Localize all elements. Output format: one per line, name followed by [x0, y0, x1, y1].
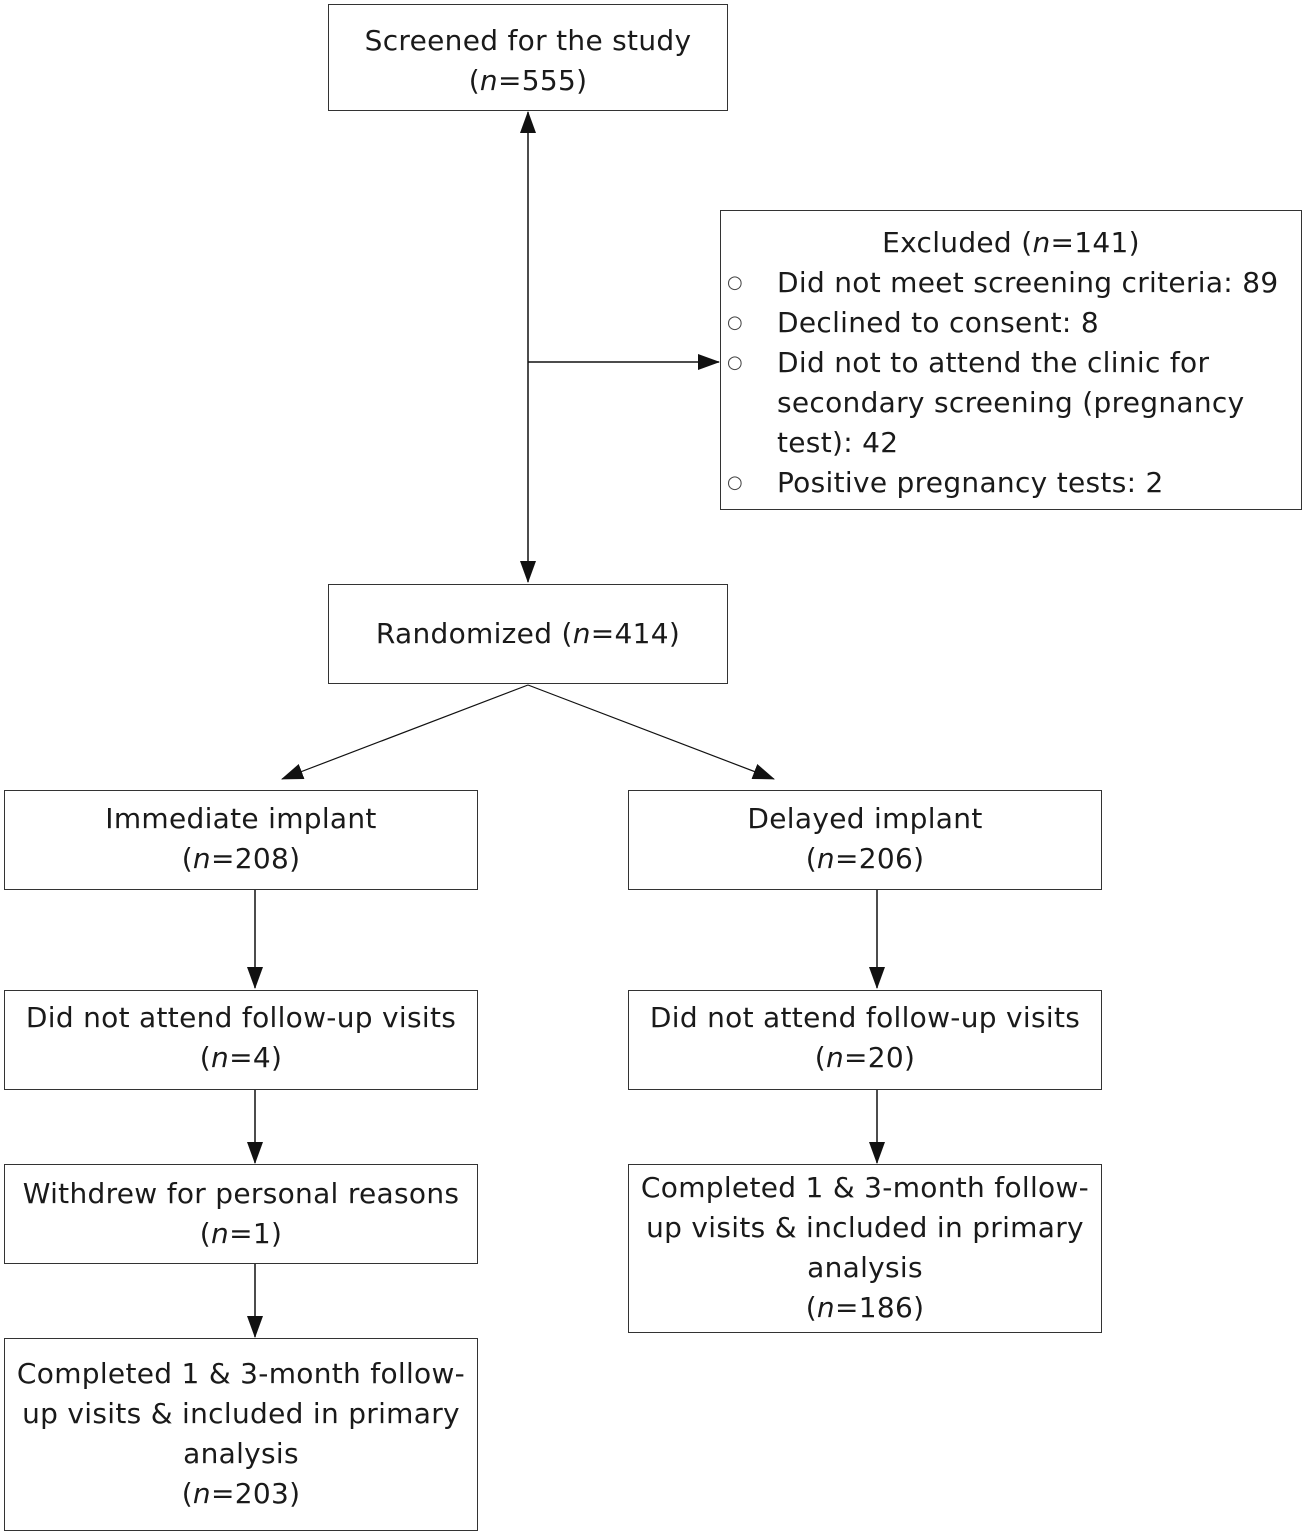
screened-label: Screened for the study [364, 24, 692, 57]
delayed-completed-box: Completed 1 & 3-month follow- up visits … [628, 1164, 1102, 1333]
excluded-reason: ○Positive pregnancy tests: 2 [721, 463, 1301, 503]
circle-bullet-icon: ○ [727, 312, 744, 333]
immediate-completed-line: Completed 1 & 3-month follow- [16, 1357, 466, 1390]
screened-count: (n=555) [468, 64, 588, 97]
immediate-completed-count: (n=203) [181, 1477, 301, 1510]
immediate-withdrew-label: Withdrew for personal reasons [22, 1177, 460, 1210]
excluded-reason: ○Declined to consent: 8 [721, 303, 1301, 343]
immediate-completed-line: up visits & included in primary [22, 1397, 460, 1430]
delayed-completed-line: Completed 1 & 3-month follow- [640, 1171, 1090, 1204]
immediate-withdrew-box: Withdrew for personal reasons (n=1) [4, 1164, 478, 1264]
randomized-label: Randomized (n=414) [375, 617, 681, 650]
delayed-implant-box: Delayed implant (n=206) [628, 790, 1102, 890]
immediate-completed-box: Completed 1 & 3-month follow- up visits … [4, 1338, 478, 1531]
delayed-implant-label: Delayed implant [747, 802, 983, 835]
delayed-completed-line: up visits & included in primary [646, 1211, 1084, 1244]
immediate-completed-line: analysis [183, 1437, 299, 1470]
delayed-no-follow-up-count: (n=20) [814, 1041, 916, 1074]
delayed-completed-count: (n=186) [805, 1291, 925, 1324]
immediate-implant-count: (n=208) [181, 842, 301, 875]
immediate-withdrew-count: (n=1) [199, 1217, 283, 1250]
arrow-to-immediate [281, 684, 529, 780]
circle-bullet-icon: ○ [727, 472, 744, 493]
arrow-to-delayed [527, 684, 775, 780]
delayed-no-follow-up-box: Did not attend follow-up visits (n=20) [628, 990, 1102, 1090]
delayed-implant-count: (n=206) [805, 842, 925, 875]
immediate-no-follow-up-count: (n=4) [199, 1041, 283, 1074]
immediate-no-follow-up-box: Did not attend follow-up visits (n=4) [4, 990, 478, 1090]
excluded-box: Excluded (n=141) ○Did not meet screening… [720, 210, 1302, 510]
circle-bullet-icon: ○ [727, 272, 744, 293]
immediate-implant-label: Immediate implant [105, 802, 377, 835]
circle-bullet-icon: ○ [727, 352, 744, 373]
randomized-box: Randomized (n=414) [328, 584, 728, 684]
excluded-title: Excluded (n=141) [882, 226, 1140, 259]
delayed-no-follow-up-label: Did not attend follow-up visits [649, 1001, 1081, 1034]
immediate-implant-box: Immediate implant (n=208) [4, 790, 478, 890]
excluded-reason: ○Did not meet screening criteria: 89 [721, 263, 1301, 303]
screened-box: Screened for the study (n=555) [328, 4, 728, 111]
delayed-completed-line: analysis [807, 1251, 923, 1284]
excluded-reasons-list: ○Did not meet screening criteria: 89 ○De… [721, 263, 1301, 503]
immediate-no-follow-up-label: Did not attend follow-up visits [25, 1001, 457, 1034]
